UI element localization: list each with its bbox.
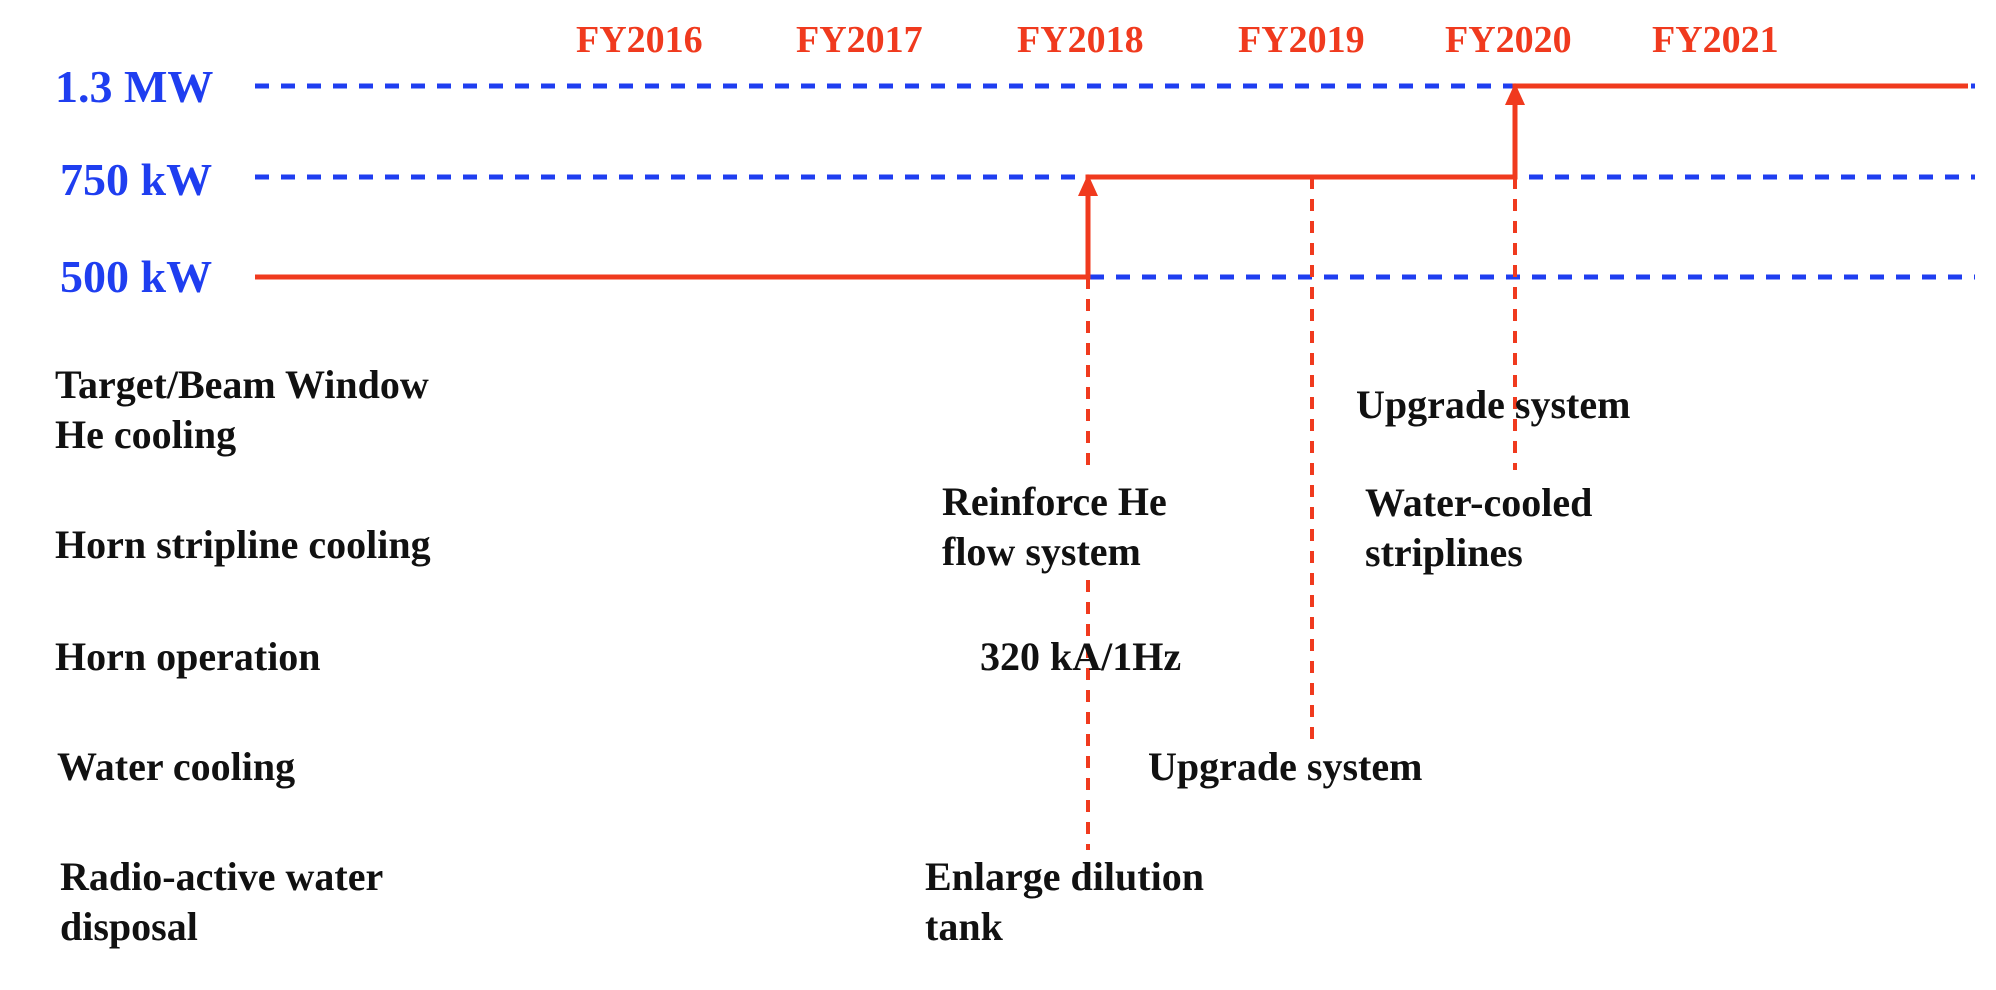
year-fy2019: FY2019 (1238, 19, 1365, 61)
system-radioactive-water: Radio-active water disposal (60, 854, 384, 949)
system-horn-stripline: Horn stripline cooling (55, 522, 431, 567)
upgrade-horn-320ka: 320 kA/1Hz (980, 634, 1182, 679)
level-label-1-3mw: 1.3 MW (55, 61, 214, 112)
year-fy2017: FY2017 (796, 19, 923, 61)
arrow-head-750kw (1078, 174, 1098, 196)
system-water-cooling: Water cooling (57, 744, 296, 789)
upgrade-he-system: Upgrade system (1356, 382, 1631, 427)
level-label-500kw: 500 kW (60, 251, 213, 302)
year-fy2021: FY2021 (1652, 19, 1779, 61)
year-fy2018: FY2018 (1017, 19, 1144, 61)
year-fy2020: FY2020 (1445, 19, 1572, 61)
upgrade-water-system: Upgrade system (1148, 744, 1423, 789)
upgrade-enlarge-dilution-tank: Enlarge dilution tank (925, 854, 1204, 949)
system-target-he-cooling: Target/Beam Window He cooling (55, 362, 429, 457)
arrow-head-1-3mw (1505, 83, 1525, 105)
system-horn-operation: Horn operation (55, 634, 321, 679)
beam-power-step-line (255, 83, 1968, 280)
year-fy2016: FY2016 (576, 19, 703, 61)
level-label-750kw: 750 kW (60, 154, 213, 205)
upgrade-reinforce-he: Reinforce He flow system (942, 479, 1167, 574)
upgrade-water-cooled-striplines: Water-cooled striplines (1365, 480, 1593, 575)
